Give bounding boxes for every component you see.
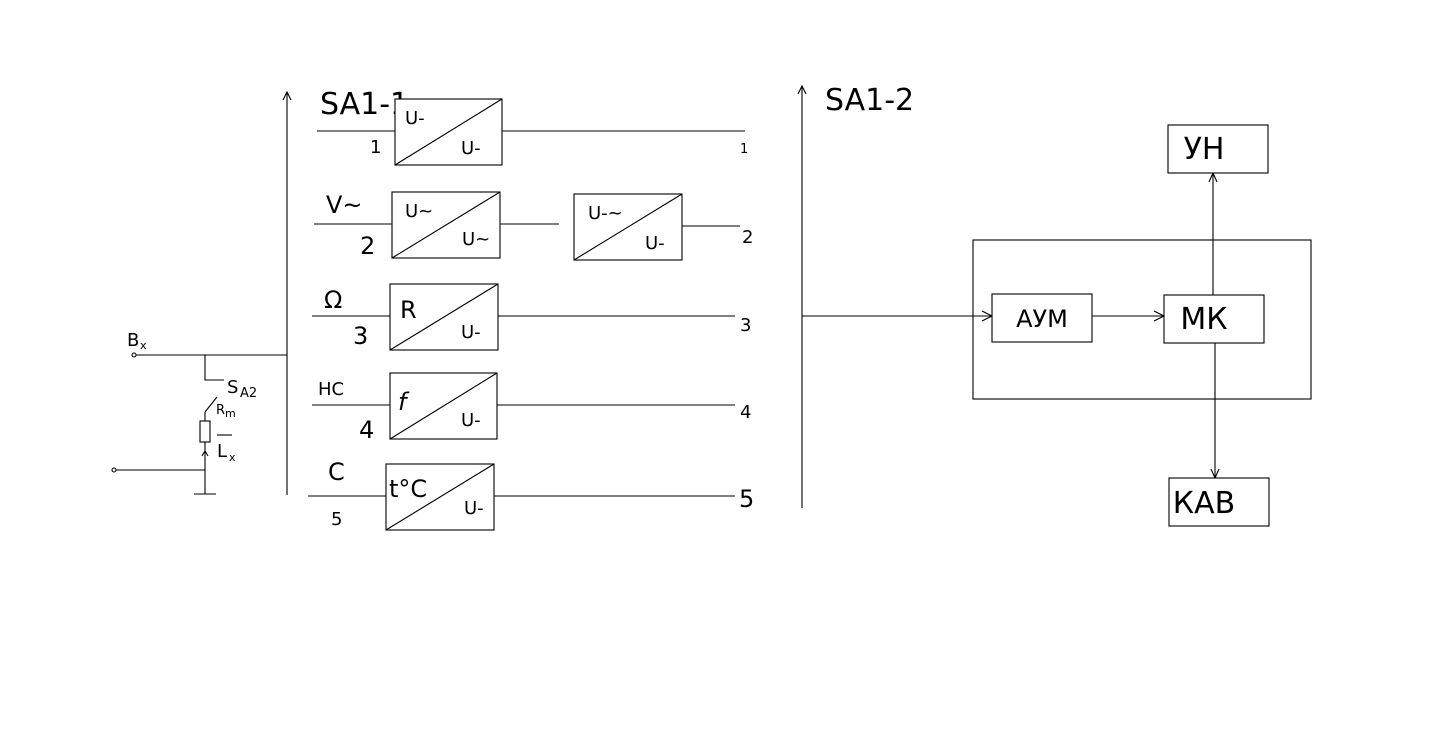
channel-4-num: 4 [359,416,374,444]
switch-sa1-2-label: SA1-2 [825,83,914,118]
channel-4-input-label: HC [318,379,344,400]
svg-text:U~: U~ [462,229,490,250]
svg-text:U~: U~ [405,201,433,222]
svg-text:U-: U- [464,498,484,519]
svg-text:U-: U- [461,410,481,431]
input-terminal-sub: x [140,339,147,352]
output-3-num: 3 [740,315,751,336]
resistor-label: R [216,403,225,418]
block-kab: КАВ [1168,477,1270,527]
output-4-num: 4 [740,402,751,423]
switch-sa1-1: SA1-1 [282,87,409,495]
input-terminal-label: B [127,330,139,351]
input-terminal-ground [111,467,117,473]
converter-u-to-u: U- U- [394,98,503,166]
converter-ac-to-dc: U-~ U- [573,193,683,261]
svg-text:АУМ: АУМ [1016,305,1068,333]
switch-sa2-sub: A2 [240,386,257,401]
svg-text:R: R [400,296,417,324]
svg-text:УН: УН [1184,132,1225,167]
resistor-sub: m [225,407,236,420]
channel-3-num: 3 [353,322,368,350]
switch-sa1-2: SA1-2 [797,83,914,508]
channel-3-input-label: Ω [324,286,342,314]
processing-unit: АУМ МК [802,171,1312,480]
block-aum: АУМ [991,293,1093,343]
channel-2-input-label: V~ [326,191,363,219]
channel-4: HC 4 f U- 4 [312,372,751,444]
switch-sa1-1-label: SA1-1 [320,87,409,122]
output-1-num: 1 [740,142,748,157]
inductor-sub: x [229,451,236,464]
block-mk: МК [1163,294,1265,344]
channel-5-num: 5 [331,509,342,530]
processing-unit-frame [972,239,1312,400]
svg-text:U-~: U-~ [588,203,623,224]
input-circuit: B x S A2 R m L x [111,330,287,495]
svg-text:КАВ: КАВ [1173,486,1235,521]
svg-text:U-: U- [645,233,665,254]
inductor-label: L [217,441,227,462]
input-terminal-bx [131,352,137,358]
channel-1-num: 1 [370,137,381,158]
output-2-num: 2 [742,227,753,248]
resistor-rm [199,420,211,443]
converter-f-to-u: f U- [389,372,498,440]
converter-temp-to-u: t°C U- [385,463,495,531]
block-uh: УН [1167,124,1269,174]
svg-text:U-: U- [405,108,425,129]
converter-ac-to-ac: U~ U~ [391,191,501,259]
switch-sa2-label: S [227,377,238,398]
channel-1: 1 U- U- 1 [317,98,748,166]
switch-sa2 [204,396,218,413]
svg-text:U-: U- [461,138,481,159]
channel-2-num: 2 [360,232,375,260]
channel-5: C 5 t°C U- 5 [308,458,754,531]
output-5-num: 5 [739,485,754,513]
converter-r-to-u: R U- [389,283,499,351]
channel-5-input-label: C [328,458,345,486]
svg-text:t°C: t°C [389,475,427,503]
channel-2: V~ 2 U~ U~ U-~ U- 2 [314,191,753,261]
svg-text:МК: МК [1180,302,1227,337]
svg-text:U-: U- [461,322,481,343]
channel-3: Ω 3 R U- 3 [312,283,751,351]
